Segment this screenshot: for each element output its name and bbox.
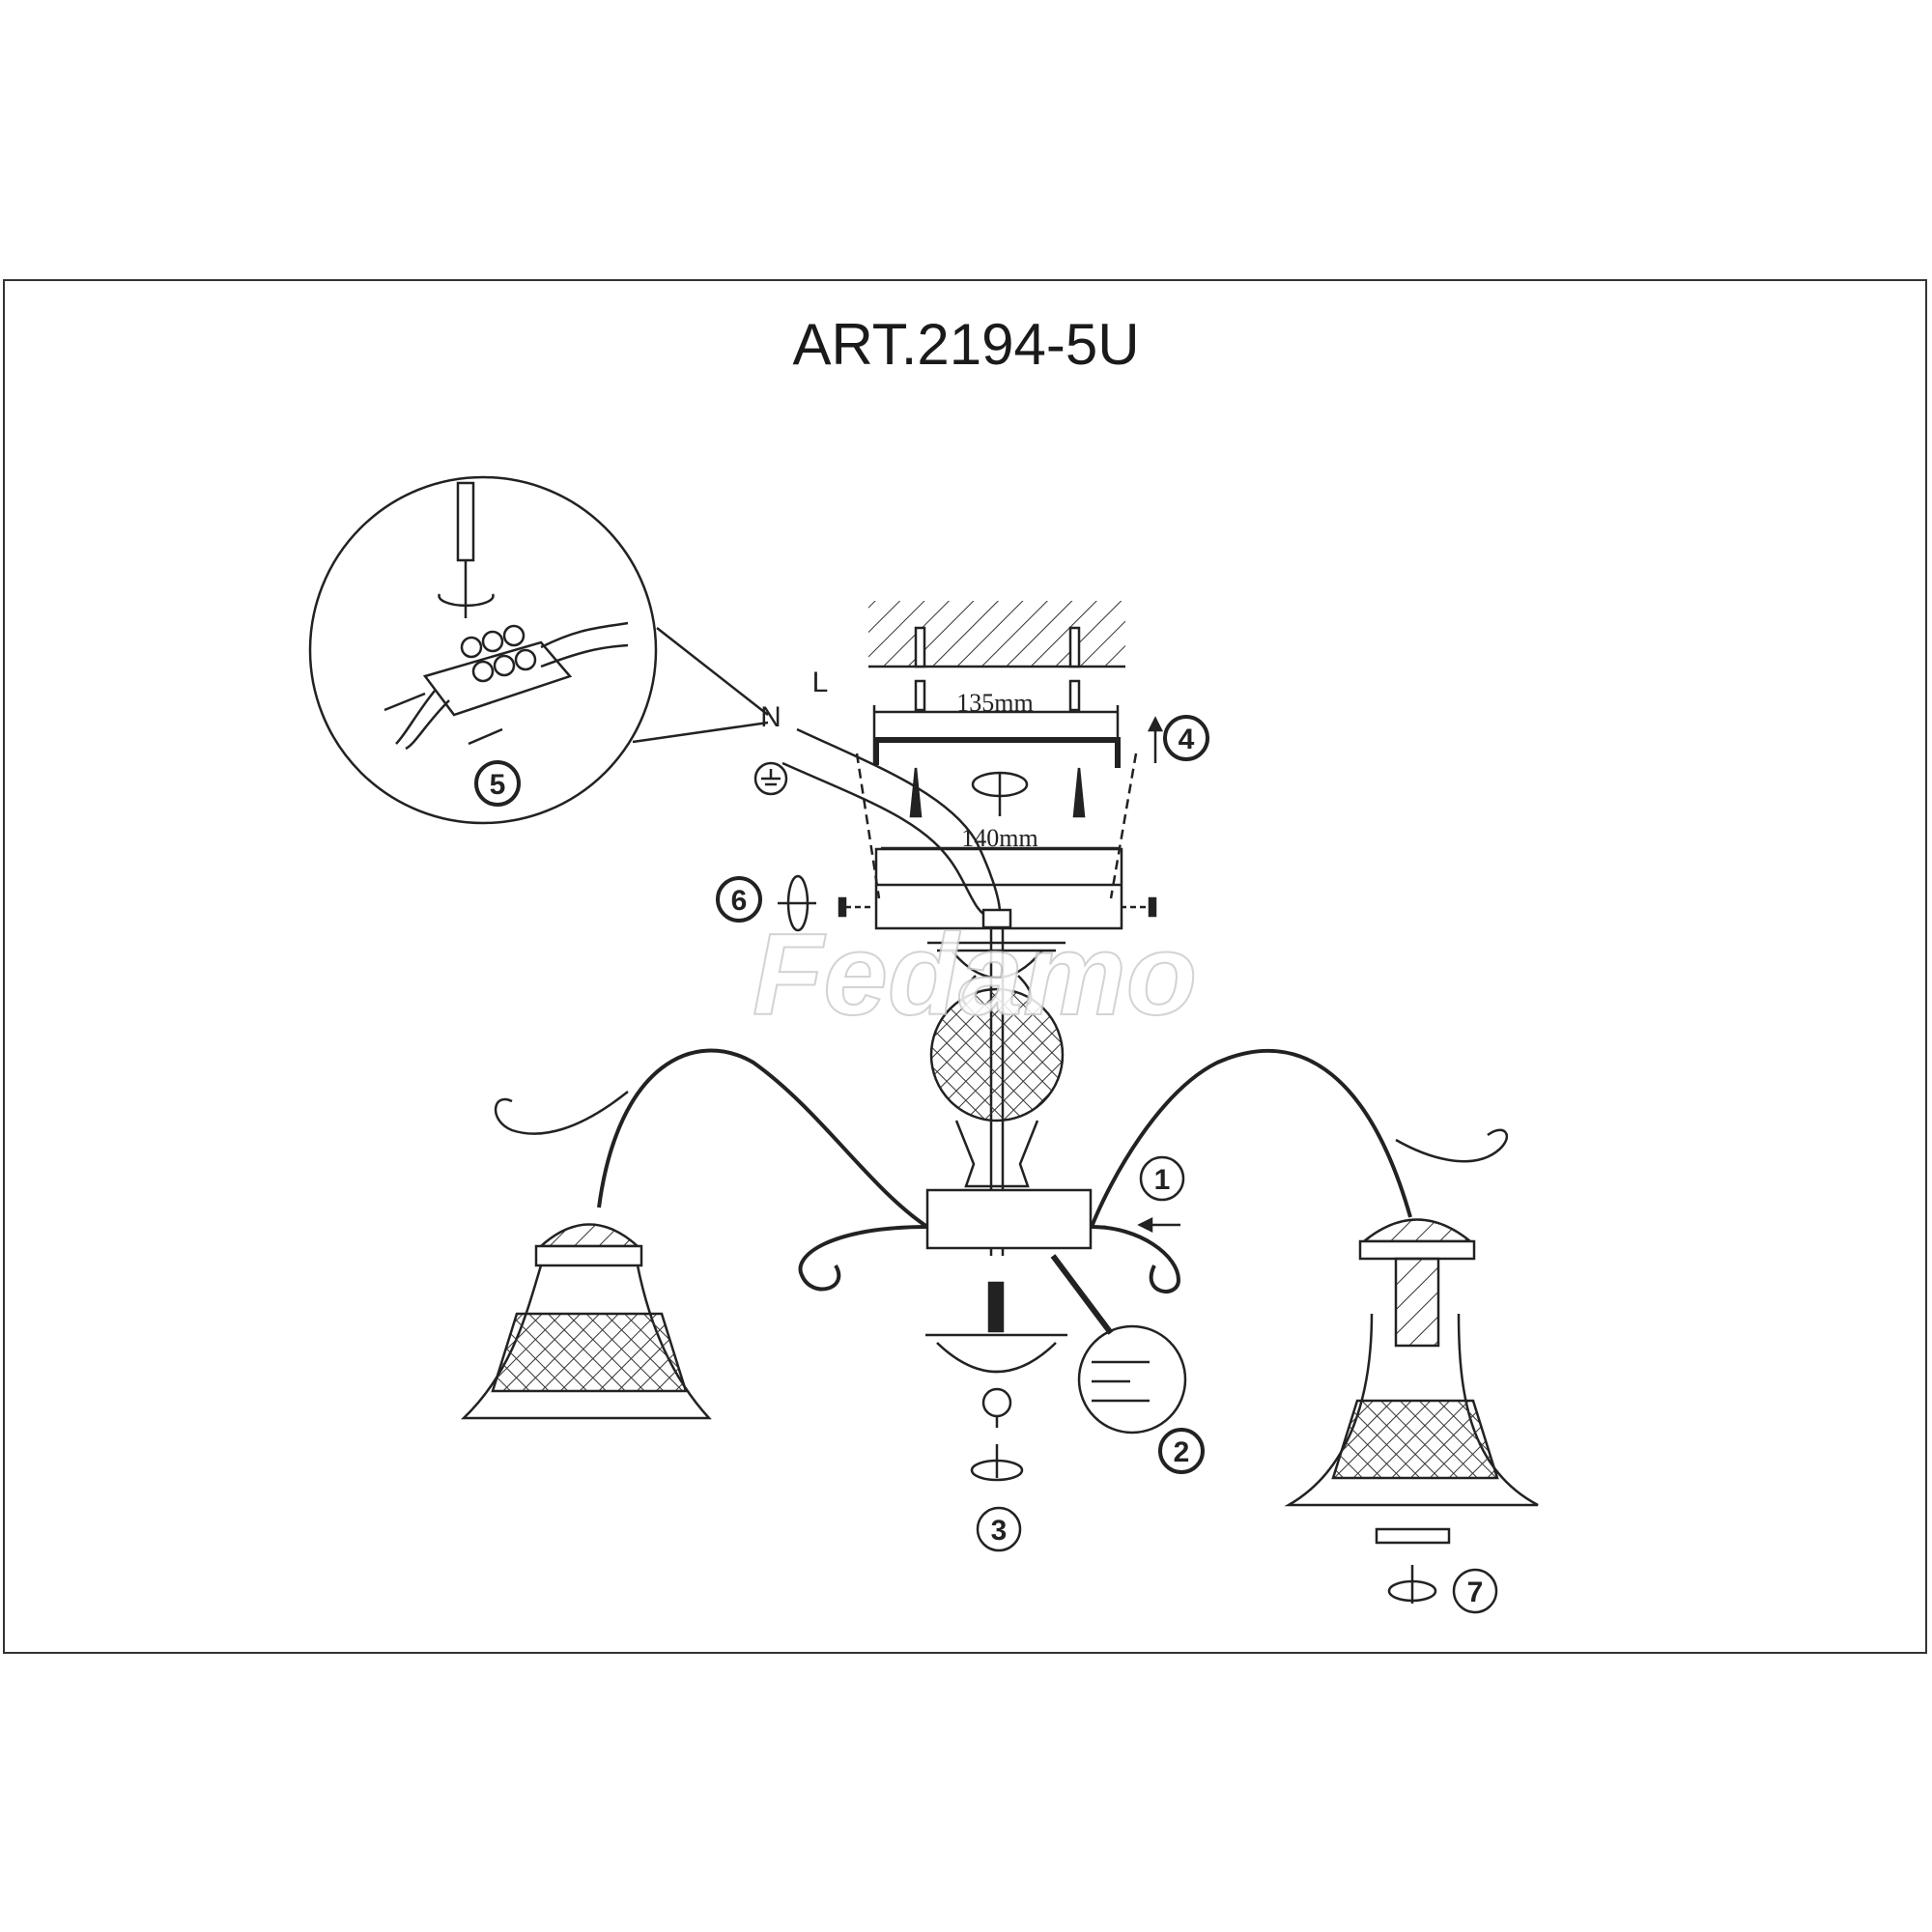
watermark: Fedamo (753, 910, 1197, 1039)
step-7-label: 7 (1467, 1577, 1484, 1608)
drawing-frame (3, 279, 1927, 1654)
ceiling-hatch (868, 601, 1125, 667)
step-4-label: 4 (1179, 724, 1195, 755)
terminal-block-detail (308, 475, 769, 825)
neutral-wire-label: N (760, 701, 781, 733)
step-1-label: 1 (1154, 1164, 1171, 1196)
canopy-width-label: 140mm (961, 824, 1037, 852)
step-5-label: 5 (490, 769, 506, 801)
article-title: ART.2194-5U (792, 312, 1140, 377)
live-wire-label: L (812, 667, 829, 698)
step-3-label: 3 (991, 1515, 1008, 1547)
step-2-label: 2 (1174, 1436, 1190, 1468)
bracket-width-label: 135mm (956, 689, 1033, 717)
step-6-label: 6 (731, 885, 748, 917)
